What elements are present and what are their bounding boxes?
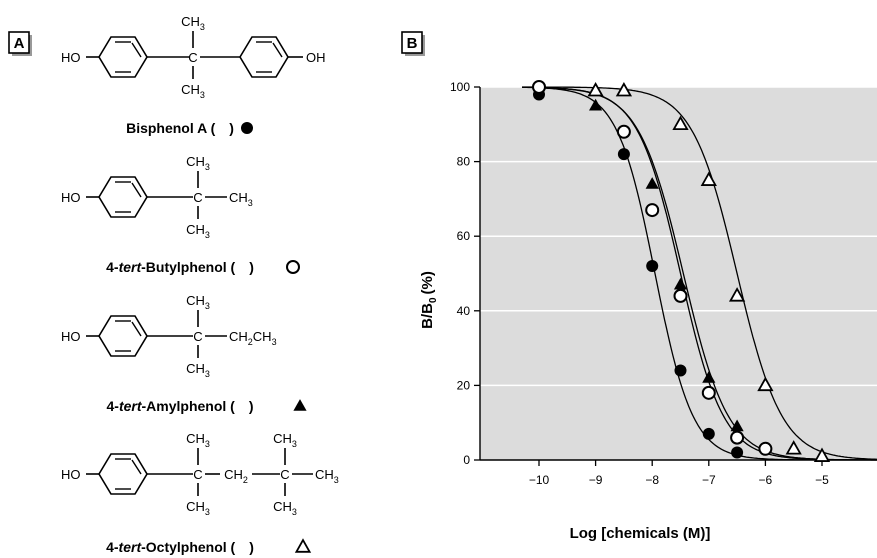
data-point-open-circle xyxy=(616,124,631,139)
chart: 0 20 40 60 80 100 −10 −9 −8 −7 −6 −5 Log [chemicals… xyxy=(419,80,877,542)
ch3-right: CH3 xyxy=(315,467,339,485)
y-tick-label: 60 xyxy=(457,229,471,243)
data-point-filled-circle xyxy=(646,260,659,273)
panel-a-label: A xyxy=(8,31,32,56)
ch3-top: CH3 xyxy=(186,154,210,172)
data-point-filled-circle xyxy=(702,427,715,440)
x-tick-label: −8 xyxy=(645,473,659,487)
data-point-open-triangle xyxy=(615,81,633,97)
x-tick-label: −9 xyxy=(589,473,603,487)
ho-label: HO xyxy=(61,329,81,344)
tick-labels: 0 20 40 60 80 100 −10 −9 −8 −7 −6 −5 xyxy=(450,80,829,487)
ch3-bottom: CH3 xyxy=(181,82,205,100)
data-point-filled-triangle xyxy=(730,419,744,432)
benzene-ring xyxy=(98,453,148,495)
ch3-top: CH3 xyxy=(186,293,210,311)
data-point-filled-triangle xyxy=(673,277,688,290)
ch3-bottom-2: CH3 xyxy=(273,499,297,517)
data-point-open-triangle xyxy=(700,171,717,186)
ho-label: HO xyxy=(61,467,81,482)
data-point-open-triangle xyxy=(757,376,774,392)
y-axis-label: B/B0 (%) xyxy=(419,271,439,329)
x-tick-label: −10 xyxy=(529,473,550,487)
x-tick-label: −6 xyxy=(759,473,773,487)
y-axis-label-unit: (%) xyxy=(419,271,436,294)
ch2ch3-right: CH2CH3 xyxy=(229,329,277,347)
y-tick-label: 0 xyxy=(463,453,470,467)
data-point-open-triangle xyxy=(728,287,746,302)
benzene-ring xyxy=(98,315,148,357)
legend-marker-open-triangle xyxy=(294,538,312,553)
ch3-bottom: CH3 xyxy=(186,222,210,240)
data-point-open-triangle xyxy=(813,447,831,462)
data-point-filled-triangle xyxy=(702,371,716,383)
ch3-top: CH3 xyxy=(186,431,210,449)
data-point-open-circle xyxy=(701,385,716,400)
data-point-filled-triangle xyxy=(589,98,603,111)
x-axis-label: Log [chemicals (M)] xyxy=(570,525,711,542)
y-tick-label: 40 xyxy=(457,304,471,318)
data-point-filled-circle xyxy=(731,446,744,459)
y-tick-label: 100 xyxy=(450,80,470,94)
compound-name: 4-tert-Octylphenol ( ) xyxy=(106,539,254,555)
carbon-label: C xyxy=(193,190,202,205)
ch3-bottom: CH3 xyxy=(186,361,210,379)
svg-text:B: B xyxy=(407,35,418,52)
x-tick-label: −5 xyxy=(815,473,829,487)
ch2-middle: CH2 xyxy=(224,467,248,485)
plot-area xyxy=(480,87,877,460)
data-points xyxy=(532,80,831,462)
y-tick-label: 20 xyxy=(457,378,471,392)
data-point-open-triangle xyxy=(672,115,689,131)
carbon-label: C xyxy=(188,50,197,65)
y-axis-label-main: B/B xyxy=(419,303,436,329)
panel-b-label: B xyxy=(401,31,425,56)
ch3-right: CH3 xyxy=(229,190,253,208)
data-point-filled-circle xyxy=(617,148,630,161)
legend-marker-open-circle xyxy=(286,260,300,274)
carbon-label-2: C xyxy=(280,467,289,482)
y-tick-label: 80 xyxy=(457,155,471,169)
legend-marker-filled-circle xyxy=(241,122,253,134)
ho-label: HO xyxy=(61,190,81,205)
x-tick-label: −7 xyxy=(702,473,716,487)
ho-label: HO xyxy=(61,50,81,65)
benzene-ring xyxy=(239,36,289,78)
data-point-filled-circle xyxy=(674,364,687,377)
data-point-open-circle xyxy=(645,203,660,218)
ch3-top-2: CH3 xyxy=(273,431,297,449)
data-point-open-circle xyxy=(758,441,773,456)
ch3-top: CH3 xyxy=(181,14,205,32)
svg-text:A: A xyxy=(14,35,25,52)
compound-name: 4-tert-Amylphenol ( ) xyxy=(106,398,253,414)
benzene-ring xyxy=(98,36,148,78)
ch3-bottom: CH3 xyxy=(186,499,210,517)
data-point-open-circle xyxy=(730,430,745,445)
data-point-open-triangle xyxy=(785,440,802,455)
data-point-open-circle xyxy=(673,288,688,303)
compound-name: 4-tert-Butylphenol ( ) xyxy=(106,259,254,275)
svg-text:B/B0(%): B/B0 (%) xyxy=(419,271,439,329)
oh-label: OH xyxy=(306,50,326,65)
compound-name: Bisphenol A ( ) xyxy=(126,120,234,136)
benzene-ring xyxy=(98,176,148,218)
carbon-label: C xyxy=(193,329,202,344)
fit-curve-open-triangle xyxy=(522,86,877,460)
data-point-filled-triangle xyxy=(645,177,659,189)
legend-marker-filled-triangle xyxy=(293,399,307,411)
data-point-open-circle xyxy=(532,80,546,94)
y-axis-label-sub: 0 xyxy=(428,297,439,303)
data-point-open-triangle xyxy=(587,81,604,97)
carbon-label: C xyxy=(193,467,202,482)
